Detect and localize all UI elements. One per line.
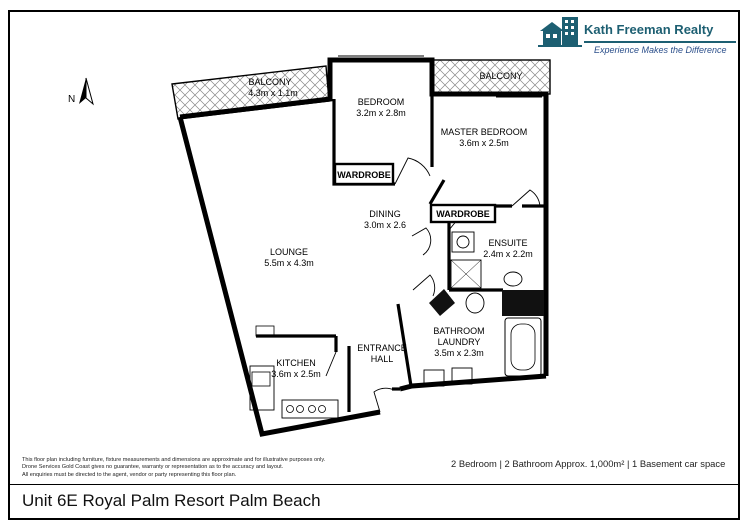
- house-building-logo-icon: [538, 17, 582, 47]
- kitchen-island: [255, 325, 275, 337]
- balcony-left-label: BALCONY: [248, 77, 291, 87]
- outer-walls: [177, 57, 549, 437]
- ensuite-shower: [450, 259, 482, 289]
- disclaimer-line-2: Drone Services Gold Coast gives no guara…: [22, 464, 284, 471]
- wardrobe-1-label: WARDROBE: [337, 170, 391, 180]
- bathroom-toilet: [465, 292, 485, 314]
- ensuite-label: ENSUITE: [488, 238, 527, 248]
- brand-divider: [584, 41, 736, 43]
- property-address: Unit 6E Royal Palm Resort Palm Beach: [22, 491, 321, 510]
- master-bedroom-size: 3.6m x 2.5m: [459, 138, 509, 148]
- bathroom-laundry-size: 3.5m x 2.3m: [434, 348, 484, 358]
- disclaimer: This floor plan including furniture, fix…: [22, 457, 402, 479]
- lounge-label: LOUNGE: [270, 247, 308, 257]
- property-summary: 2 Bedroom | 2 Bathroom Approx. 1,000m² |…: [451, 458, 726, 469]
- brand-logo: Kath Freeman Realty Experience Makes the…: [538, 14, 738, 58]
- hall-label: HALL: [371, 354, 394, 364]
- door-swings: [325, 157, 541, 413]
- balcony-right-area: [431, 59, 551, 95]
- laundry-tub-2: [451, 367, 473, 385]
- lounge-size: 5.5m x 4.3m: [264, 258, 314, 268]
- brand-tagline: Experience Makes the Difference: [594, 45, 727, 55]
- bathtub: [504, 317, 542, 377]
- entrance-label: ENTRANCE: [357, 343, 407, 353]
- bedroom-size: 3.2m x 2.8m: [356, 108, 406, 118]
- north-arrow-icon: N: [68, 77, 94, 106]
- dining-label: DINING: [369, 209, 401, 219]
- disclaimer-line-1: This floor plan including furniture, fix…: [22, 457, 326, 463]
- ensuite-toilet: [503, 271, 523, 287]
- disclaimer-line-3: All enquiries must be directed to the ag…: [22, 471, 237, 478]
- wardrobe-2-label: WARDROBE: [436, 209, 490, 219]
- laundry-label: LAUNDRY: [438, 337, 481, 347]
- wardrobe-2-box: [429, 203, 497, 224]
- ensuite-size: 2.4m x 2.2m: [483, 249, 533, 259]
- laundry-tub-1: [423, 369, 445, 387]
- bedroom-label: BEDROOM: [358, 97, 405, 107]
- dining-size: 3.0m x 2.6: [364, 220, 406, 230]
- kitchen-bench: [249, 365, 275, 411]
- windows: [338, 55, 542, 98]
- page-frame: [8, 10, 740, 520]
- ensuite-vanity: [451, 231, 475, 253]
- master-bedroom-label: MASTER BEDROOM: [441, 127, 528, 137]
- kitchen-label: KITCHEN: [276, 358, 316, 368]
- footer-divider: [8, 484, 740, 485]
- riser-block-right: [502, 290, 544, 316]
- wardrobe-1-box: [333, 162, 395, 186]
- kitchen-size: 3.6m x 2.5m: [271, 369, 321, 379]
- balcony-left-size: 4.3m x 1.1m: [248, 88, 298, 98]
- compass-label: N: [68, 94, 75, 105]
- riser-block-left: [429, 289, 455, 316]
- brand-name: Kath Freeman Realty: [584, 22, 714, 37]
- bathroom-label: BATHROOM: [433, 326, 484, 336]
- kitchen-cooktop: [281, 399, 339, 419]
- kitchen-sink: [251, 371, 271, 387]
- balcony-right-label: BALCONY: [479, 71, 522, 81]
